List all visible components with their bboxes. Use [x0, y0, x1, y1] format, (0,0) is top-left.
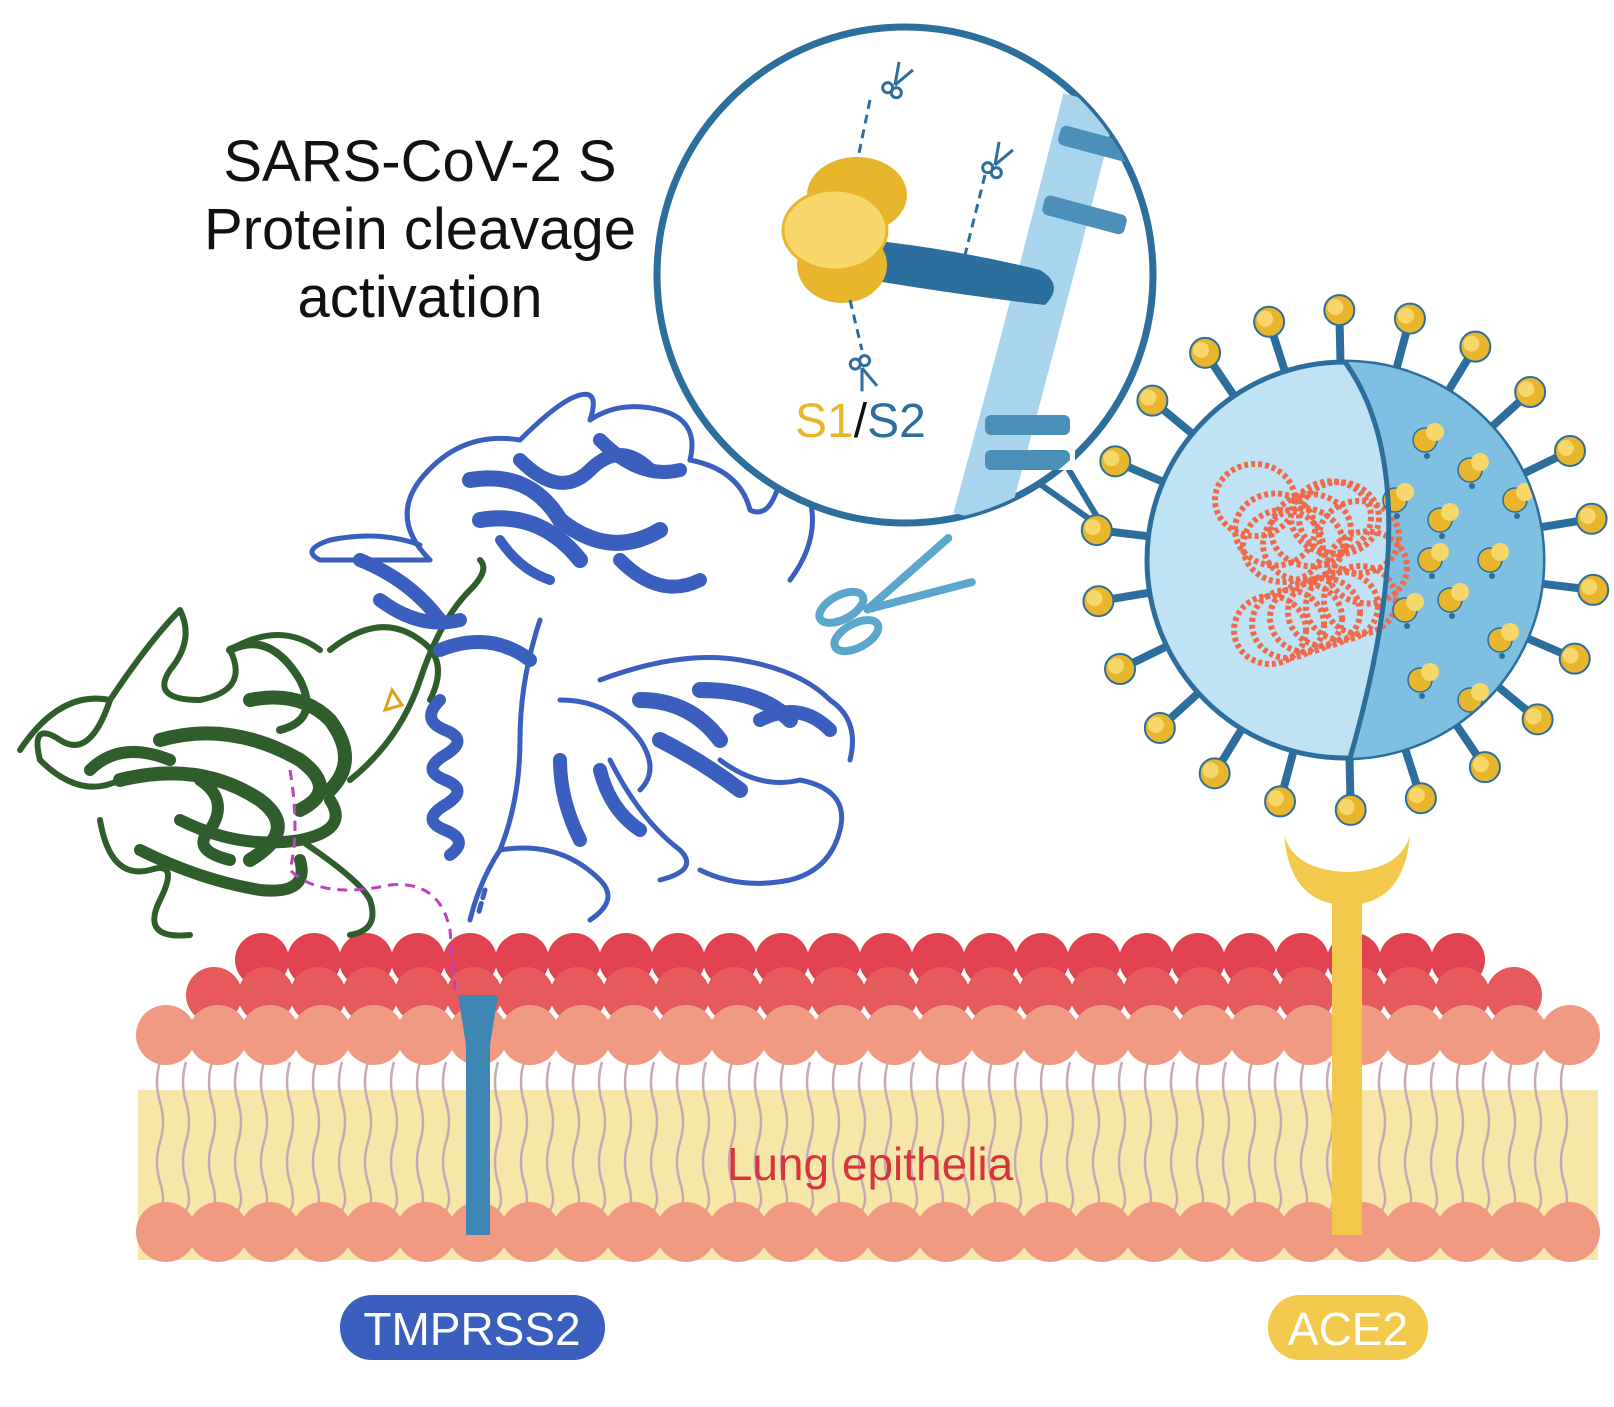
- title-line-2: Protein cleavage: [203, 197, 637, 262]
- lipid-bilayer: [136, 933, 1600, 1262]
- green-protein-domain: [17, 557, 487, 939]
- s1-s2-label: S1/S2: [795, 395, 926, 448]
- tmprss2-label: TMPRSS2: [363, 1303, 580, 1355]
- tmprss2-badge: TMPRSS2: [340, 1295, 605, 1360]
- membrane-top-heads: [136, 1005, 1600, 1065]
- spike-inset-callout: S1/S2: [653, 23, 1157, 533]
- rna-coil: [1212, 461, 1410, 667]
- title-line-3: activation: [297, 265, 543, 330]
- s1-head-front: [781, 188, 889, 272]
- membrane-label: Lung epithelia: [727, 1138, 1014, 1190]
- s2-stalk: [870, 240, 1054, 305]
- virus-cutaway-surface: [1345, 362, 1543, 758]
- ace2-badge: ACE2: [1268, 1295, 1428, 1360]
- surface-spikes: [1382, 423, 1534, 719]
- s2-label: S2: [867, 395, 926, 448]
- title-line-1: SARS-CoV-2 S: [223, 129, 617, 194]
- mini-scissors-icon: [848, 61, 1014, 392]
- diagram-title: SARS-CoV-2 S Protein cleavage activation: [160, 128, 680, 332]
- s1-s2-separator: /: [854, 395, 868, 448]
- blue-protein-domain: [309, 391, 855, 923]
- linker-dashed-line: [288, 769, 457, 991]
- membrane-proteins: [985, 125, 1143, 470]
- ace2-receptor-icon: [1284, 835, 1410, 1235]
- virus-icon: [1080, 294, 1610, 826]
- membrane-bottom-heads: [136, 1202, 1600, 1262]
- virus-spikes: [1080, 294, 1610, 826]
- ace2-label: ACE2: [1288, 1303, 1408, 1355]
- catalytic-site-marker: [382, 686, 405, 713]
- tmprss2-protein-icon: [458, 995, 498, 1235]
- lipid-tails: [155, 1061, 1569, 1211]
- scissors-icon: [815, 534, 976, 656]
- s1-label: S1: [795, 395, 854, 448]
